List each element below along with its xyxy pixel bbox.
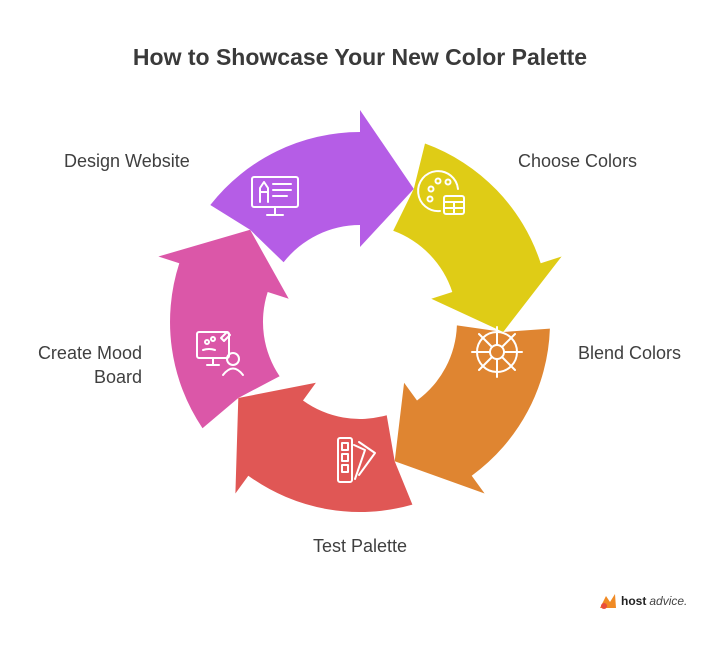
segment-test-palette: [235, 382, 413, 512]
color-wheel-icon: [471, 326, 523, 378]
swatch-cards-icon: [337, 437, 376, 483]
step-label-choose-colors: Choose Colors: [518, 151, 638, 171]
mood-board-line-1: Create Mood: [37, 343, 142, 363]
step-label-create-mood-board: Create Mood Board: [10, 341, 142, 389]
website-monitor-icon: [251, 176, 299, 216]
mood-board-icon: [196, 331, 244, 376]
segment-create-mood-board: [158, 229, 289, 429]
segment-design-website: [210, 110, 414, 263]
mood-board-line-2: Board: [93, 367, 142, 387]
brand-advice: advice.: [649, 594, 688, 608]
palette-swatch-icon: [417, 170, 465, 215]
segment-choose-colors: [393, 143, 562, 332]
page-title: How to Showcase Your New Color Palette: [132, 44, 588, 70]
cycle-icons: [196, 170, 523, 483]
brand-mark-icon: [600, 594, 616, 609]
segment-blend-colors: [394, 325, 550, 494]
brand-host: host: [621, 594, 647, 608]
cycle-segments: [158, 110, 562, 512]
step-label-blend-colors: Blend Colors: [578, 343, 682, 363]
step-label-test-palette: Test Palette: [312, 536, 408, 556]
step-label-design-website: Design Website: [64, 151, 190, 171]
